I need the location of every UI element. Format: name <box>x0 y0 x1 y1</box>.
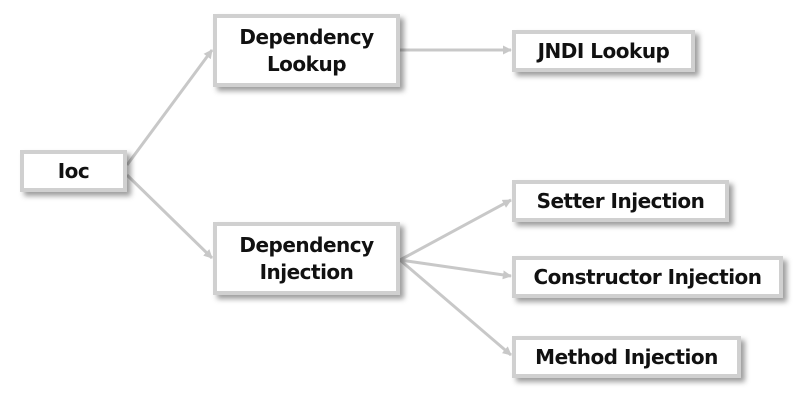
node-ioc: Ioc <box>20 150 127 192</box>
node-constructor-injection: Constructor Injection <box>512 256 783 298</box>
node-dependency-injection: Dependency Injection <box>213 222 400 295</box>
edge-injection-to-constructor <box>399 258 512 280</box>
edge-injection-to-setter <box>399 198 512 262</box>
edge-ioc-to-dependency-injection <box>125 173 214 260</box>
node-setter-injection: Setter Injection <box>512 180 729 222</box>
node-dependency-lookup: Dependency Lookup <box>213 14 400 87</box>
node-method-injection: Method Injection <box>512 336 741 378</box>
node-jndi-lookup: JNDI Lookup <box>512 30 695 72</box>
edge-injection-to-method <box>399 258 512 357</box>
edge-ioc-to-dependency-lookup <box>125 49 214 166</box>
